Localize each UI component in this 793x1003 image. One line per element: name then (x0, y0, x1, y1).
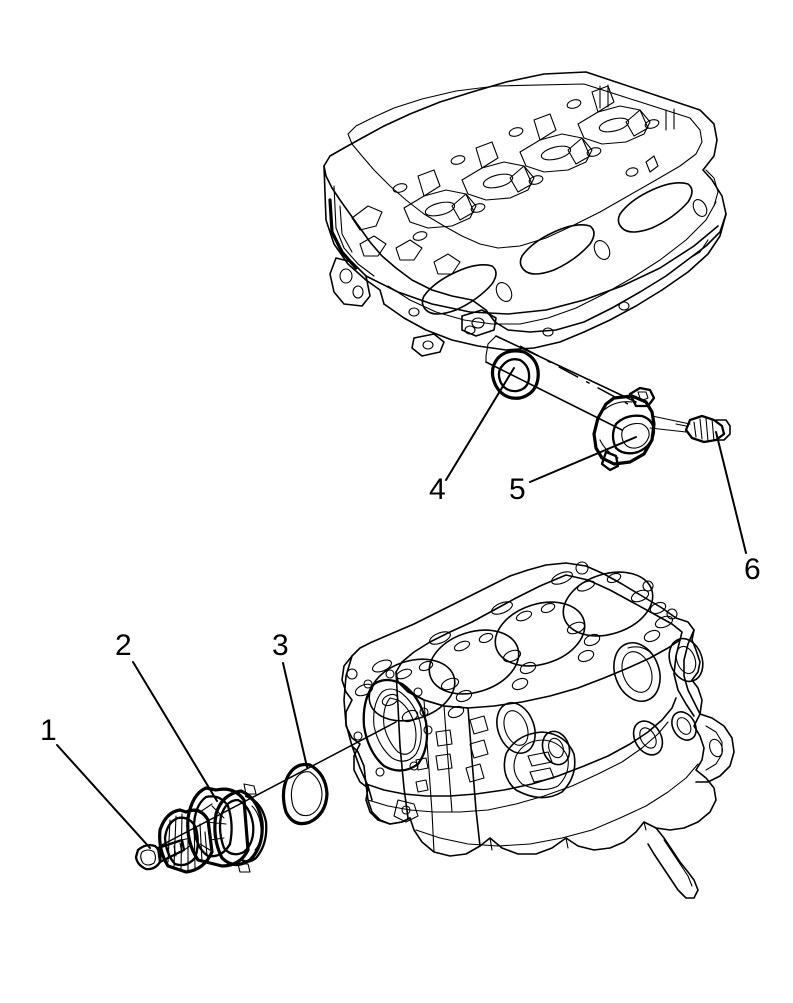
leader-6 (715, 431, 747, 554)
leader-3 (282, 662, 308, 768)
block-ribs (415, 715, 489, 793)
callout-label-3: 3 (272, 629, 289, 662)
block-side-bores (496, 637, 704, 766)
water-inlet-housing (592, 386, 656, 472)
coolant-pump-assembly (134, 721, 397, 874)
leader-4 (445, 367, 515, 481)
leader-2 (132, 661, 218, 802)
callout-numbers: 1 2 3 4 5 6 (40, 473, 761, 747)
pump-o-ring-seal (281, 762, 329, 826)
leader-5 (529, 436, 637, 483)
cylinder-head-assembly (323, 71, 727, 357)
water-inlet-bolt (675, 414, 731, 444)
water-inlet-pipe (485, 335, 731, 472)
water-pump-bolt (134, 837, 191, 871)
callout-label-5: 5 (509, 473, 526, 506)
leader-1 (56, 744, 151, 849)
pump-mounting-face (343, 655, 433, 801)
water-inlet-pipe-seal (490, 349, 540, 400)
camshaft-carrier-webs (351, 84, 675, 275)
water-pump-assembly (158, 783, 268, 874)
callout-label-2: 2 (115, 629, 132, 662)
callout-leaders (56, 367, 747, 849)
callout-label-4: 4 (429, 473, 446, 506)
assembly-axis (159, 721, 397, 847)
exhaust-ports (408, 182, 708, 337)
callout-label-1: 1 (40, 714, 57, 747)
engine-block-assembly (341, 561, 735, 899)
cylinder-bores (368, 571, 654, 722)
callout-label-6: 6 (744, 553, 761, 586)
pipe-centerline (519, 345, 629, 405)
pump-drive-gear (158, 808, 214, 874)
